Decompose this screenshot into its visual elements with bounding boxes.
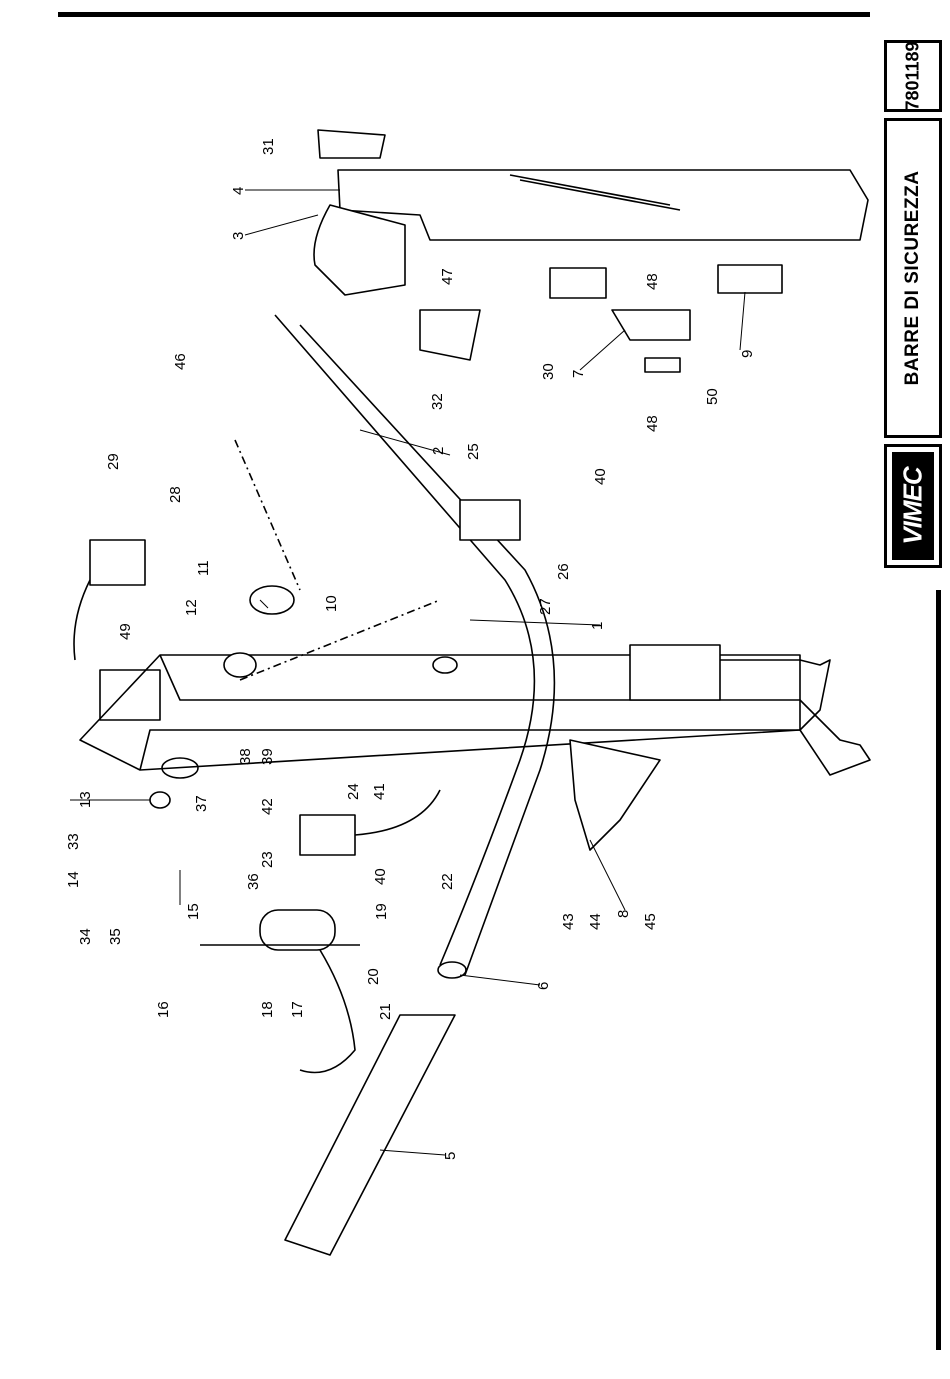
part-8-lever (570, 740, 660, 850)
callout-36: 36 (245, 873, 262, 890)
callout-15: 15 (185, 903, 202, 920)
callout-39: 39 (259, 748, 276, 765)
callout-14: 14 (65, 871, 82, 888)
callout-21: 21 (377, 1003, 394, 1020)
callout-16: 16 (155, 1001, 172, 1018)
callout-44: 44 (587, 913, 604, 930)
callout-19: 19 (373, 903, 390, 920)
callout-6: 6 (535, 982, 552, 990)
part-28-motor (90, 540, 145, 585)
callout-13: 13 (77, 791, 94, 808)
callout-4: 4 (230, 187, 247, 195)
part-5-bar (285, 1015, 455, 1255)
callout-11: 11 (195, 560, 212, 576)
callout-24: 24 (345, 783, 362, 800)
callout-50: 50 (704, 388, 721, 405)
callout-34: 34 (77, 928, 94, 945)
callout-41: 41 (371, 783, 388, 800)
callout-26: 26 (555, 563, 572, 580)
callout-28: 28 (167, 486, 184, 503)
part-17-actuator (200, 910, 360, 1073)
part-2-6-tube (275, 315, 554, 978)
callout-5: 5 (442, 1152, 459, 1160)
callout-29: 29 (105, 453, 122, 470)
part-25-motor (460, 500, 520, 540)
callout-27: 27 (537, 598, 554, 615)
callout-49: 49 (117, 623, 134, 640)
callout-35: 35 (107, 928, 124, 945)
callout-42: 42 (259, 798, 276, 815)
callout-7: 7 (570, 370, 587, 378)
part-50-plate (645, 358, 680, 372)
callout-46: 46 (172, 353, 189, 370)
callout-31: 31 (260, 138, 277, 155)
callout-45: 45 (642, 913, 659, 930)
part-1-column (80, 645, 870, 778)
callout-40-b: 40 (372, 868, 389, 885)
part-10-sleeve (250, 586, 294, 614)
part-13-bush (150, 792, 170, 808)
callout-23: 23 (259, 851, 276, 868)
callout-1: 1 (589, 622, 606, 630)
callout-48-b: 48 (644, 415, 661, 432)
part-31-bracket (318, 130, 385, 158)
callout-38: 38 (237, 748, 254, 765)
callout-30: 30 (540, 363, 557, 380)
callout-48-a: 48 (644, 273, 661, 290)
callout-2: 2 (430, 447, 447, 455)
part-12-bush (224, 653, 256, 677)
callout-25: 25 (465, 443, 482, 460)
callout-9: 9 (739, 350, 756, 358)
callout-17: 17 (289, 1001, 306, 1018)
callout-12: 12 (183, 599, 200, 616)
part-32-bracket (420, 310, 480, 360)
callout-22: 22 (439, 873, 456, 890)
part-24-motor (300, 815, 355, 855)
part-30-plate (550, 268, 606, 298)
callout-20: 20 (365, 968, 382, 985)
part-7-bracket (612, 310, 690, 340)
callout-18: 18 (259, 1001, 276, 1018)
callout-33: 33 (65, 833, 82, 850)
callout-47: 47 (439, 268, 456, 285)
callout-37: 37 (193, 795, 210, 812)
callout-3: 3 (230, 232, 247, 240)
callout-43: 43 (560, 913, 577, 930)
callout-8: 8 (615, 910, 632, 918)
callout-10: 10 (323, 595, 340, 612)
callout-40-a: 40 (592, 468, 609, 485)
part-9-plate (718, 265, 782, 293)
callout-32: 32 (429, 393, 446, 410)
